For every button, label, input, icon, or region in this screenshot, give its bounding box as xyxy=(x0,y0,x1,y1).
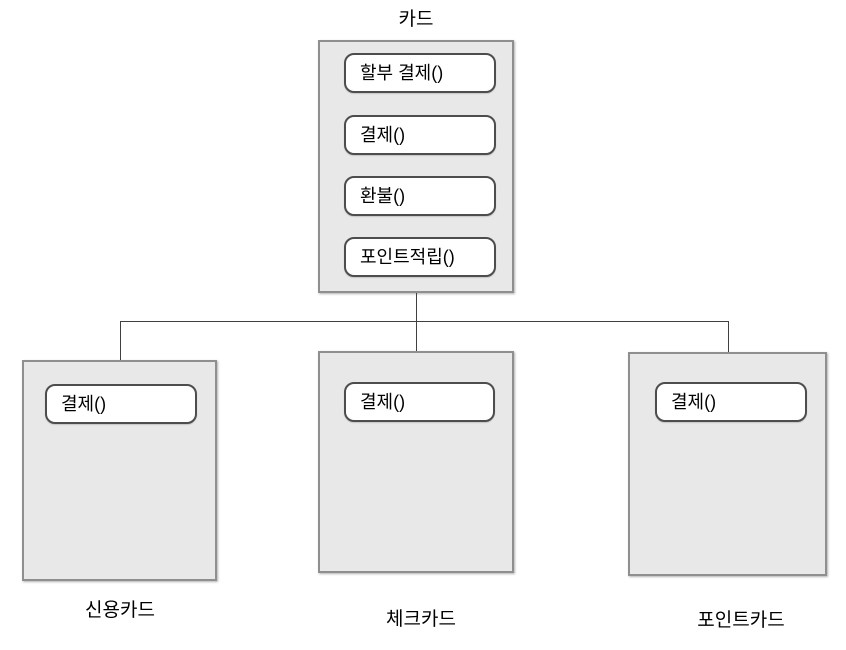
credit-card-label: 신용카드 xyxy=(85,600,155,621)
connector-horizontal-rail xyxy=(120,321,729,322)
method-points-accrual: 포인트적립() xyxy=(344,237,496,277)
point-card-method-payment: 결제() xyxy=(655,382,807,422)
point-card-class-box: 결제() xyxy=(628,352,827,576)
connector-parent-stem xyxy=(416,293,417,321)
method-payment: 결제() xyxy=(344,115,496,155)
method-refund: 환불() xyxy=(344,176,496,216)
connector-stem-check-card xyxy=(416,321,417,351)
parent-class-title: 카드 xyxy=(398,9,434,30)
check-card-method-payment: 결제() xyxy=(344,382,495,422)
method-installment-payment: 할부 결제() xyxy=(344,53,496,93)
point-card-label: 포인트카드 xyxy=(697,610,785,631)
check-card-class-box: 결제() xyxy=(318,351,514,573)
credit-card-method-payment: 결제() xyxy=(45,384,197,424)
check-card-label: 체크카드 xyxy=(386,609,456,630)
connector-stem-credit-card xyxy=(120,321,121,360)
credit-card-class-box: 결제() xyxy=(22,360,217,581)
parent-class-box: 할부 결제() 결제() 환불() 포인트적립() xyxy=(318,40,514,293)
connector-stem-point-card xyxy=(728,321,729,352)
